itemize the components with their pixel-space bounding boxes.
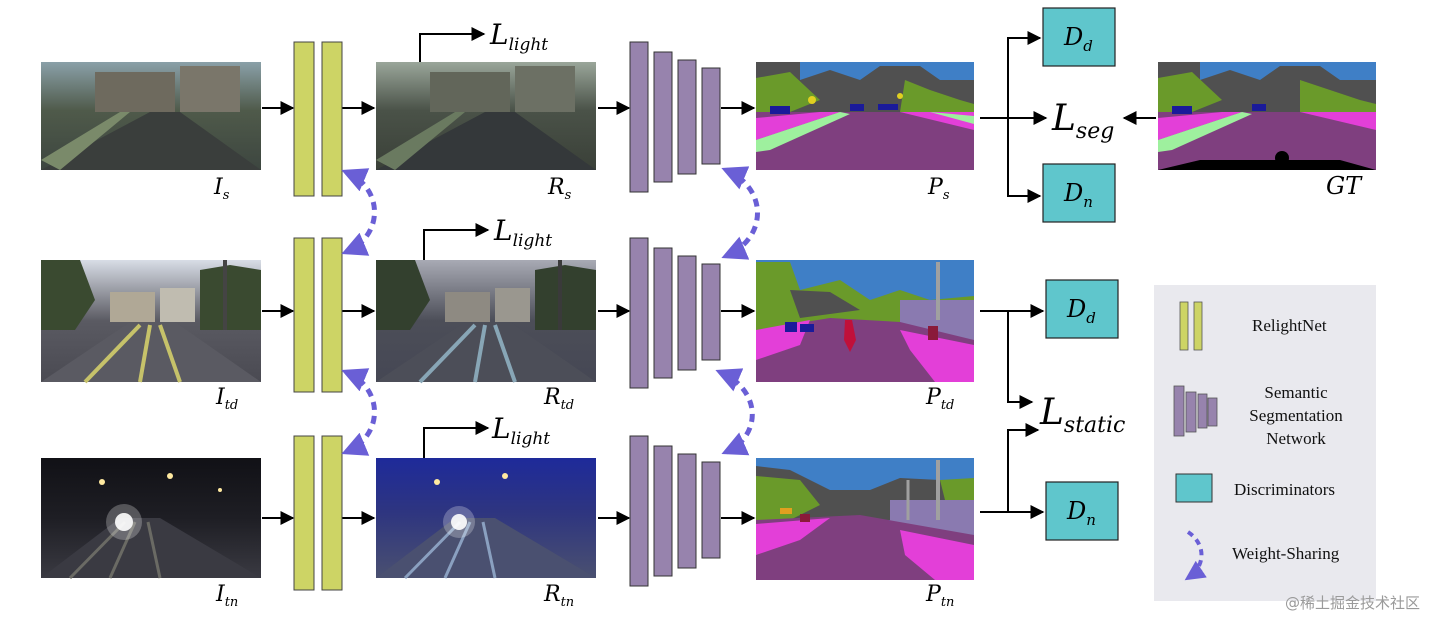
segnet-layer <box>629 237 649 389</box>
discriminator-subscript: d <box>1083 37 1093 55</box>
discriminator-subscript: n <box>1086 511 1096 529</box>
arrow-light-loss <box>423 421 490 458</box>
legend-discriminators-label: Discriminators <box>1234 480 1335 499</box>
discriminator-label: D <box>1066 497 1086 525</box>
segnet-layer <box>677 255 697 371</box>
legend: RelightNet Semantic Segmentation Network… <box>1154 285 1376 601</box>
legend-relightnet-swatch <box>1179 301 1203 351</box>
segnet-layer <box>653 247 673 379</box>
svg-text:Dd: Dd <box>1066 295 1096 327</box>
weight-sharing-arc <box>341 368 377 456</box>
legend-discriminator-swatch <box>1175 473 1213 503</box>
row-target-night <box>41 421 1045 580</box>
watermark: @稀土掘金技术社区 <box>1284 594 1420 612</box>
legend-background <box>1154 285 1376 601</box>
segnet-blocks <box>629 41 721 587</box>
photo-target-day <box>41 260 261 384</box>
weight-sharing-arc <box>341 168 377 256</box>
svg-text:Dn: Dn <box>1063 179 1093 211</box>
photo-source <box>41 62 261 170</box>
loss-light-row2: Llight <box>493 214 552 251</box>
row-target-day <box>41 223 1045 409</box>
relightnet-layer <box>293 237 315 393</box>
label-Itd: Itd <box>215 385 238 413</box>
discriminator-label: D <box>1063 23 1083 51</box>
discriminator-subscript: n <box>1083 193 1093 211</box>
weight-sharing-arc <box>721 166 760 260</box>
segnet-layer <box>701 67 721 165</box>
label-Is: Is <box>213 175 230 203</box>
legend-segnet-line2: Segmentation <box>1249 406 1343 425</box>
photo-relit-source <box>376 62 596 170</box>
segnet-layer <box>629 41 649 193</box>
segmentation-target-night <box>756 458 974 580</box>
arrow-light-loss <box>419 27 486 62</box>
photo-target-night <box>41 458 261 580</box>
legend-segnet-swatch <box>1173 385 1218 437</box>
segnet-layer <box>653 445 673 577</box>
segnet-layer <box>653 51 673 183</box>
relightnet-layer <box>293 41 315 197</box>
segmentation-target-day <box>756 260 974 382</box>
label-Ptd: Ptd <box>925 385 954 413</box>
segmentation-ground-truth <box>1158 62 1376 170</box>
segnet-layer <box>701 461 721 559</box>
discriminator-label: D <box>1063 179 1083 207</box>
row-source <box>41 27 1376 203</box>
label-Ps: Ps <box>927 175 950 203</box>
loss-light-row3: Llight <box>491 412 550 449</box>
legend-weight-sharing-swatch <box>1184 530 1207 581</box>
weight-sharing-arc <box>715 368 755 456</box>
loss-light-row1: Llight <box>489 18 548 55</box>
discriminator-dd-row2: Dd <box>1045 279 1119 339</box>
segnet-layer <box>701 263 721 361</box>
relightnet-layer <box>321 435 343 591</box>
relightnet-layer <box>321 41 343 197</box>
segmentation-source <box>756 62 974 170</box>
legend-segnet-line3: Network <box>1266 429 1326 448</box>
label-Rtn: Rtn <box>543 582 574 610</box>
relightnet-blocks <box>293 41 343 591</box>
segnet-layer <box>677 59 697 175</box>
arrow-to-dd <box>1007 31 1042 118</box>
relightnet-layer <box>293 435 315 591</box>
discriminator-dn-row3: Dn <box>1045 481 1119 541</box>
discriminator-subscript: d <box>1086 309 1096 327</box>
loss-static: Lstatic <box>1039 392 1125 438</box>
svg-text:Dd: Dd <box>1063 23 1093 55</box>
arrow-light-loss <box>423 223 490 260</box>
svg-text:Dn: Dn <box>1066 497 1096 529</box>
loss-seg: Lseg <box>1051 98 1114 144</box>
label-Ptn: Ptn <box>925 582 954 610</box>
label-GT: GT <box>1326 172 1363 200</box>
label-Itn: Itn <box>215 582 238 610</box>
photo-relit-target-day <box>376 260 596 384</box>
discriminator-dn-row1: Dn <box>1042 163 1116 223</box>
label-Rtd: Rtd <box>543 385 574 413</box>
weight-sharing-arcs <box>341 166 760 456</box>
relightnet-layer <box>321 237 343 393</box>
discriminator-dd-row1: Dd <box>1042 7 1116 67</box>
photo-relit-target-night <box>376 458 596 580</box>
segnet-layer <box>629 435 649 587</box>
legend-relightnet-label: RelightNet <box>1252 316 1327 335</box>
arrow-to-dn <box>1007 118 1042 203</box>
legend-segnet-line1: Semantic <box>1264 383 1328 402</box>
segnet-layer <box>677 453 697 569</box>
arrow-to-static-loss <box>980 310 1034 409</box>
discriminator-label: D <box>1066 295 1086 323</box>
label-Rs: Rs <box>547 175 572 203</box>
arrow-to-static-loss <box>980 423 1040 513</box>
legend-weight-sharing-label: Weight-Sharing <box>1232 544 1340 563</box>
